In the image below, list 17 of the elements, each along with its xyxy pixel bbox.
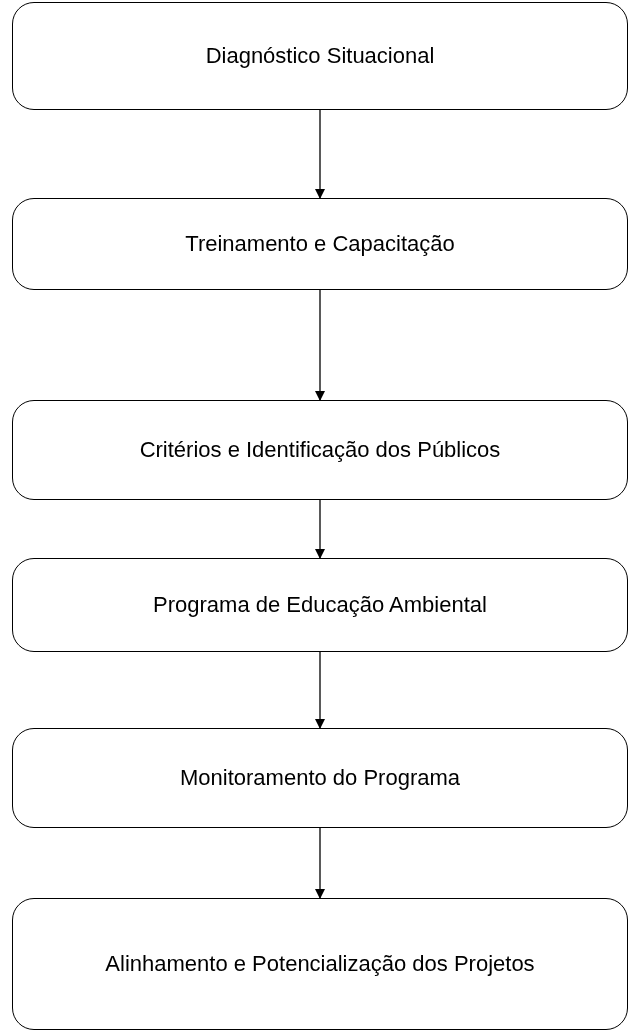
box-label: Diagnóstico Situacional <box>205 42 435 70</box>
process-box <box>12 198 628 290</box>
process-box <box>12 558 628 652</box>
process-box <box>12 898 628 1030</box>
box-label: Alinhamento e Potencialização dos Projetos <box>105 950 535 978</box>
arrow <box>315 499 325 559</box>
process-box <box>12 2 628 110</box>
arrow <box>315 289 325 401</box>
box-label: Critérios e Identificação dos Públicos <box>139 436 501 464</box>
arrow <box>315 651 325 729</box>
box-label: Treinamento e Capacitação <box>185 230 455 258</box>
process-box <box>12 400 628 500</box>
box-label: Monitoramento do Programa <box>180 764 460 792</box>
arrow <box>315 827 325 899</box>
box-label: Programa de Educação Ambiental <box>153 591 487 619</box>
process-box <box>12 728 628 828</box>
arrow <box>315 109 325 199</box>
